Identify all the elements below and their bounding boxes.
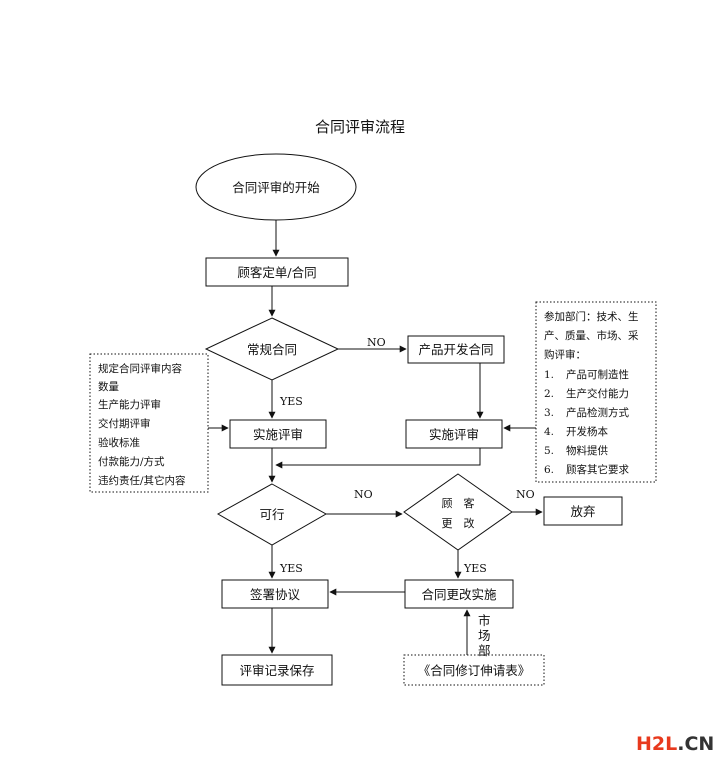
right-note-item-text: 开发杨本 (566, 425, 608, 438)
right-note-item-num: 2. (544, 388, 554, 400)
start-node: 合同评审的开始 (195, 153, 357, 221)
start-node-label: 合同评审的开始 (232, 180, 320, 195)
customer-change-label-line1: 顾 客 (442, 496, 475, 510)
right-note-item-num: 6. (544, 464, 554, 476)
sign-agreement-box: 签署协议 (221, 579, 329, 609)
regular-contract-label: 常规合同 (247, 342, 297, 357)
customer-order-label: 顾客定单/合同 (237, 265, 316, 280)
implement-review-right-label: 实施评审 (429, 427, 479, 442)
review-record-label: 评审记录保存 (239, 663, 314, 678)
right-note-header-line: 产、质量、市场、采 (544, 329, 639, 342)
left-note-line: 生产能力评审 (98, 398, 161, 411)
flow-label-no: NO (367, 336, 386, 349)
implement-review-left-box: 实施评审 (229, 419, 327, 449)
left-note-box: 规定合同评审内容 数量 生产能力评审 交付期评审 验收标准 付款能力/方式 违约… (89, 353, 209, 493)
right-note-header-line: 购评审： (544, 348, 586, 361)
customer-change-label-line2: 更 改 (442, 516, 475, 530)
review-record-box: 评审记录保存 (221, 654, 333, 686)
left-note-line: 付款能力/方式 (98, 455, 165, 468)
left-note-line: 验收标准 (98, 436, 140, 449)
implement-review-right-box: 实施评审 (405, 419, 503, 449)
abandon-label: 放弃 (570, 504, 595, 519)
product-dev-contract-box: 产品开发合同 (407, 335, 505, 364)
sign-agreement-label: 签署协议 (250, 587, 301, 602)
left-note-line: 违约责任/其它内容 (98, 474, 186, 487)
right-note-item-text: 产品可制造性 (566, 368, 629, 381)
customer-change-diamond: 顾 客 更 改 (403, 473, 513, 551)
watermark-text: H2L.CN (636, 733, 714, 755)
implement-review-left-label: 实施评审 (253, 427, 303, 442)
market-dept-label-char: 市 (478, 613, 491, 628)
connectors (208, 220, 543, 655)
flow-label-no: NO (354, 488, 373, 501)
watermark-logo: H2L.CN (636, 733, 714, 755)
abandon-box: 放弃 (543, 496, 623, 526)
regular-contract-diamond: 常规合同 (204, 317, 340, 381)
right-note-item-num: 3. (544, 407, 554, 419)
left-note-line: 规定合同评审内容 (98, 362, 182, 375)
flow-label-no: NO (516, 488, 535, 501)
arrow-review-right-merge (275, 448, 481, 469)
feasible-diamond: 可行 (216, 483, 328, 546)
amendment-form-box: 《合同修订伸请表》 (403, 654, 545, 686)
flow-label-yes: YES (463, 562, 487, 575)
right-note-item-text: 产品检测方式 (566, 406, 629, 419)
customer-order-box: 顾客定单/合同 (205, 257, 349, 287)
market-dept-label-char: 场 (478, 628, 491, 643)
flow-label-yes: YES (279, 562, 303, 575)
market-dept-label-char: 部 (478, 643, 491, 658)
left-note-line: 交付期评审 (98, 417, 151, 430)
amendment-form-label: 《合同修订伸请表》 (418, 663, 531, 678)
product-dev-contract-label: 产品开发合同 (418, 342, 493, 357)
right-note-header-line: 参加部门：技术、生 (544, 310, 639, 323)
right-note-box: 参加部门：技术、生 产、质量、市场、采 购评审： 1. 产品可制造性 2. 生产… (535, 301, 657, 483)
page-title: 合同评审流程 (315, 118, 405, 136)
right-note-item-num: 1. (544, 369, 554, 381)
contract-change-implement-label: 合同更改实施 (421, 587, 497, 602)
right-note-item-text: 物料提供 (566, 444, 608, 457)
right-note-item-num: 5. (544, 445, 554, 457)
flow-label-yes: YES (279, 395, 303, 408)
left-note-line: 数量 (98, 380, 119, 393)
feasible-label: 可行 (259, 507, 284, 522)
right-note-item-text: 生产交付能力 (566, 387, 629, 400)
right-note-item-text: 顾客其它要求 (566, 463, 629, 476)
contract-change-implement-box: 合同更改实施 (404, 579, 514, 609)
right-note-item-num: 4. (544, 426, 554, 438)
